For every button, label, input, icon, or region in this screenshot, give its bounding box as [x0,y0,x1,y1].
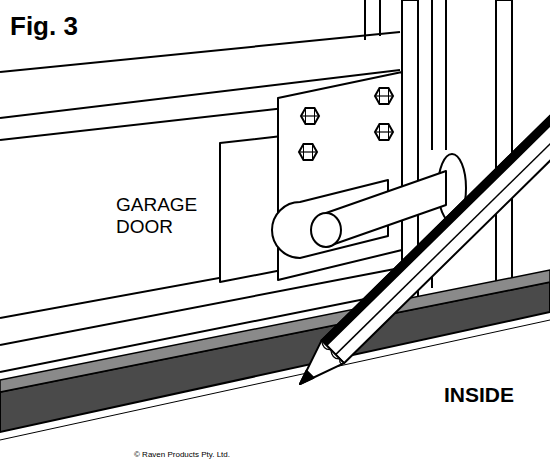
part-label: GARAGE DOOR [116,194,216,238]
bolt [301,108,319,124]
bolt [375,88,393,104]
door-frame [364,0,366,40]
copyright-note: © Raven Products Pty. Ltd. [134,450,230,459]
door-track [431,0,433,150]
figure-title: Fig. 3 [10,12,78,42]
door-frame [379,0,381,36]
channel-edge [219,143,221,282]
orientation-label: INSIDE [444,383,514,407]
floor-seal [0,282,550,432]
axle-end [311,213,341,247]
pencil [289,88,550,395]
bracket-channel [220,136,282,282]
bolt [299,144,317,160]
floor-line [0,320,550,440]
wall-post [496,0,512,282]
bolt [375,124,393,140]
door-track [445,0,447,150]
seal-top-face [0,270,550,392]
